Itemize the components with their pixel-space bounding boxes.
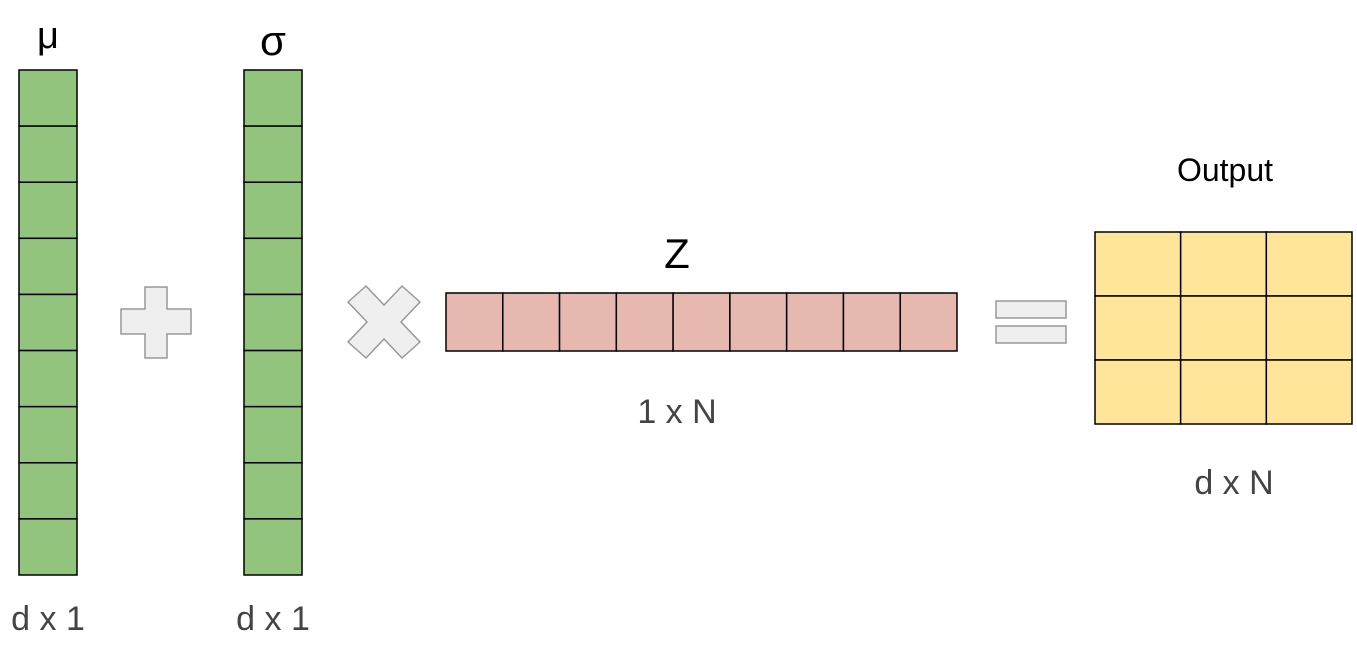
sigma-vector <box>243 69 303 576</box>
mu-dims-label: d x 1 <box>11 600 85 638</box>
z-cell <box>842 292 901 352</box>
sigma-cell <box>243 349 303 408</box>
z-cell <box>615 292 674 352</box>
output-cell <box>1179 295 1268 361</box>
mu-cell <box>18 405 78 464</box>
output-cell <box>1179 359 1268 425</box>
output-dims-label: d x N <box>1194 464 1273 502</box>
mu-cell <box>18 237 78 296</box>
z-cell <box>785 292 845 352</box>
mu-cell <box>18 69 78 127</box>
output-cell <box>1265 231 1353 297</box>
sigma-cell <box>243 462 303 520</box>
mu-cell <box>18 462 78 520</box>
mu-cell <box>18 293 78 352</box>
sigma-cell <box>243 69 303 127</box>
z-cell <box>899 292 958 352</box>
z-cell <box>445 292 504 352</box>
output-title: Output <box>1177 152 1273 188</box>
sigma-cell <box>243 125 303 183</box>
z-cell <box>502 292 561 352</box>
sigma-cell <box>243 518 303 576</box>
output-cell <box>1094 295 1182 361</box>
sigma-cell <box>243 237 303 296</box>
output-cell <box>1094 231 1182 297</box>
output-matrix <box>1094 231 1353 425</box>
sigma-cell <box>243 405 303 464</box>
mu-vector <box>18 69 78 576</box>
plus-icon <box>120 286 192 359</box>
sigma-cell <box>243 293 303 352</box>
equals-icon <box>995 300 1067 344</box>
output-cell <box>1265 295 1353 361</box>
equals-top-bar <box>995 300 1067 319</box>
times-icon <box>346 284 422 360</box>
mu-symbol: μ <box>37 15 59 57</box>
output-cell <box>1094 359 1182 425</box>
mu-cell <box>18 349 78 408</box>
z-dims-label: 1 x N <box>637 393 716 431</box>
sigma-cell <box>243 181 303 240</box>
z-cell <box>558 292 618 352</box>
output-cell <box>1265 359 1353 425</box>
z-cell <box>729 292 788 352</box>
z-vector <box>445 292 958 352</box>
z-cell <box>672 292 731 352</box>
output-cell <box>1179 231 1268 297</box>
sigma-dims-label: d x 1 <box>236 600 310 638</box>
z-symbol: Z <box>664 230 690 277</box>
mu-cell <box>18 125 78 183</box>
mu-cell <box>18 518 78 576</box>
sigma-symbol: σ <box>260 17 286 64</box>
equals-bottom-bar <box>995 325 1067 344</box>
mu-cell <box>18 181 78 240</box>
